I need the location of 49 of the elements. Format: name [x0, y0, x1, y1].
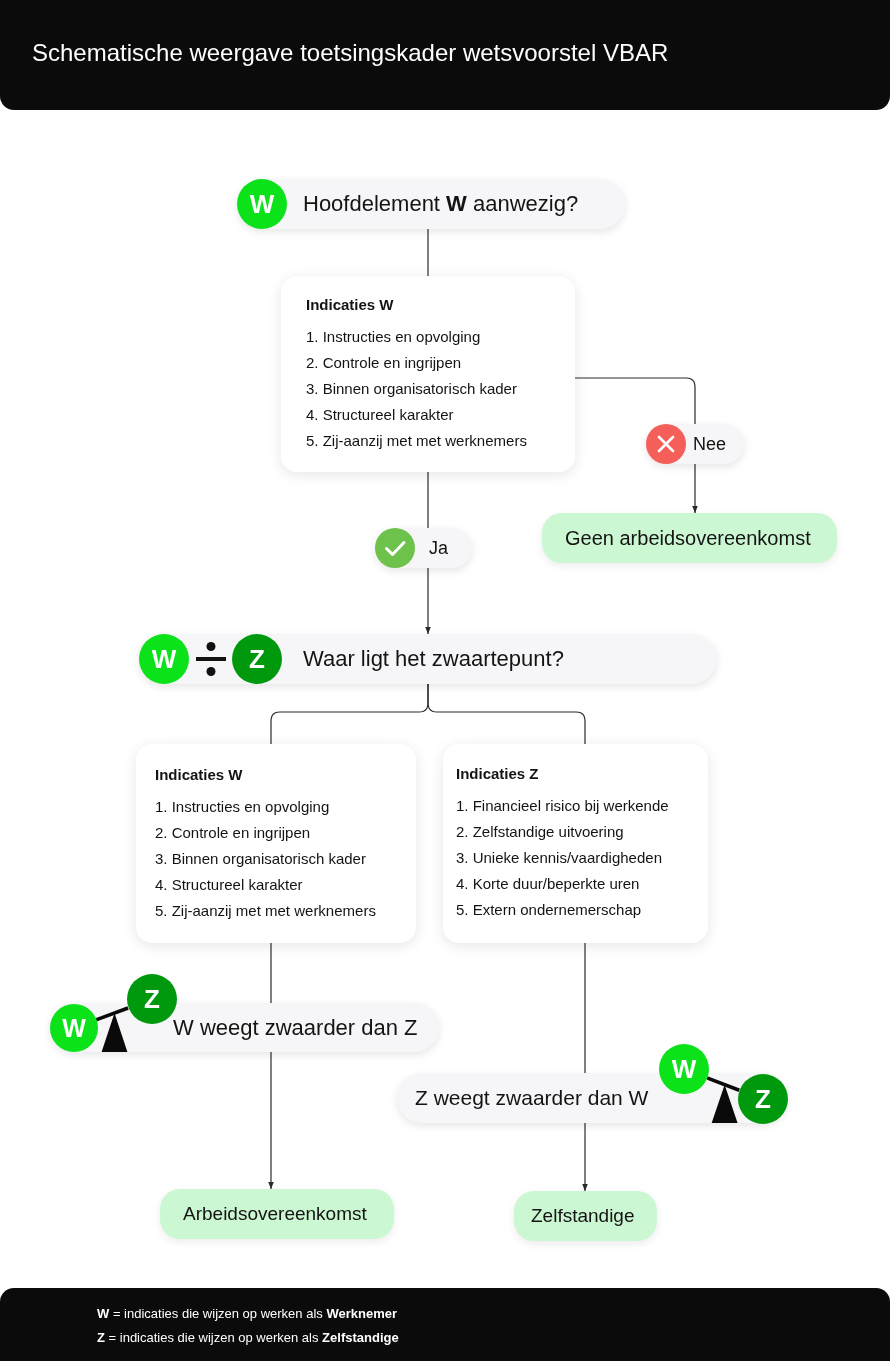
question-pill [139, 634, 717, 684]
result-text: Geen arbeidsovereenkomst [565, 525, 811, 551]
question-text: Hoofdelement W aanwezig? [303, 190, 579, 218]
letter-badge: Z [738, 1074, 788, 1124]
edge-label: Ja [429, 537, 448, 559]
letter-badge: W [659, 1044, 709, 1094]
list-item: 4. Structureel karakter [306, 404, 454, 424]
list-item: 5. Extern ondernemerschap [456, 899, 642, 919]
letter-badge: W [50, 1004, 98, 1052]
indication-card [443, 744, 708, 943]
list-item: 3. Binnen organisatorisch kader [155, 848, 366, 868]
indication-card [281, 276, 575, 472]
question-text: Waar ligt het zwaartepunt? [303, 645, 564, 673]
title: Schematische weergave toetsingskader wetsvoorstel VBAR [32, 38, 669, 68]
connector-line [584, 942, 586, 1074]
list-item: 5. Zij-aanzij met met werknemers [155, 900, 376, 920]
legend-note: W = indicaties die wijzen op werken als Werknemer [97, 1306, 397, 1322]
list-item: 3. Unieke kennis/vaardigheden [456, 847, 662, 867]
list-item: 2. Zelfstandige uitvoering [456, 821, 624, 841]
connector-line [427, 683, 586, 745]
card-heading: Indicaties W [306, 294, 394, 314]
statement-text: Z weegt zwaarder dan W [415, 1085, 649, 1111]
connector-line [427, 228, 429, 277]
edge-label: Nee [693, 433, 727, 455]
list-item: 1. Instructies en opvolging [306, 326, 481, 346]
result-box [160, 1189, 394, 1239]
list-item: 2. Controle en ingrijpen [306, 352, 462, 372]
indication-card [136, 744, 416, 943]
card-heading: Indicaties W [155, 764, 243, 784]
letter-badge: W [237, 179, 287, 229]
result-text: Zelfstandige [531, 1204, 635, 1228]
letter-badge: Z [232, 634, 282, 684]
arrow [582, 1122, 588, 1192]
list-item: 1. Financieel risico bij werkende [456, 795, 669, 815]
list-item: 4. Structureel karakter [155, 874, 303, 894]
list-item: 5. Zij-aanzij met met werknemers [306, 430, 527, 450]
list-item: 2. Controle en ingrijpen [155, 822, 311, 842]
question-pill [237, 179, 625, 229]
list-item: 3. Binnen organisatorisch kader [306, 378, 517, 398]
result-text: Arbeidsovereenkomst [183, 1202, 367, 1226]
result-box [514, 1191, 657, 1241]
arrow [268, 1051, 274, 1190]
result-box [542, 513, 837, 563]
list-item: 4. Korte duur/beperkte uren [456, 873, 640, 893]
connector-line [270, 942, 272, 1004]
card-heading: Indicaties Z [456, 763, 539, 783]
list-item: 1. Instructies en opvolging [155, 796, 330, 816]
legend-note: Z = indicaties die wijzen op werken als Zelfstandige [97, 1330, 399, 1346]
letter-badge: W [139, 634, 189, 684]
